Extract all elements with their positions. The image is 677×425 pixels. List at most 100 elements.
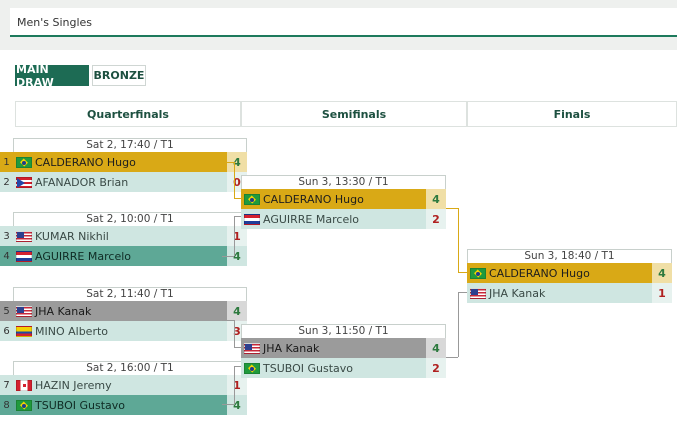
player-row[interactable]: 3 KUMAR Nikhil 1 xyxy=(0,226,247,246)
ecuador-flag-icon xyxy=(16,325,32,337)
bracket-connector xyxy=(234,162,235,198)
match-qf-2[interactable]: Sat 2, 10:00 / T1 3 KUMAR Nikhil 1 4 AGU… xyxy=(0,212,247,266)
seed-number: 2 xyxy=(0,172,13,192)
seed-number: 4 xyxy=(0,246,13,266)
bracket-connector xyxy=(234,347,241,348)
player-score: 1 xyxy=(227,375,247,395)
event-title: Men's Singles xyxy=(17,16,93,29)
player-name: TSUBOI Gustavo xyxy=(263,361,354,375)
match-qf-4[interactable]: Sat 2, 16:00 / T1 7 HAZIN Jeremy 1 8 TSU… xyxy=(0,361,247,415)
tab-bronze[interactable]: BRONZE xyxy=(92,65,146,86)
player-score: 2 xyxy=(426,209,446,229)
player-row[interactable]: 5 JHA Kanak 4 xyxy=(0,301,247,321)
player-score: 2 xyxy=(426,358,446,378)
player-row[interactable]: 2 AFANADOR Brian 0 xyxy=(0,172,247,192)
brazil-flag-icon xyxy=(16,399,32,411)
round-header-finals: Finals xyxy=(467,101,677,127)
brazil-flag-icon xyxy=(470,267,486,279)
player-score: 4 xyxy=(227,301,247,321)
match-header: Sat 2, 11:40 / T1 xyxy=(13,287,247,301)
player-name: TSUBOI Gustavo xyxy=(35,398,126,412)
bracket-connector xyxy=(222,162,234,163)
player-name: JHA Kanak xyxy=(263,341,320,355)
bracket-connector xyxy=(458,292,467,293)
match-final[interactable]: Sun 3, 18:40 / T1 CALDERANO Hugo 4 JHA K… xyxy=(467,249,672,303)
brazil-flag-icon xyxy=(16,156,32,168)
bracket-connector xyxy=(222,320,234,321)
player-row[interactable]: 1 CALDERANO Hugo 4 xyxy=(0,152,247,172)
player-score: 1 xyxy=(227,226,247,246)
tab-main-draw[interactable]: MAIN DRAW xyxy=(15,63,89,89)
match-header: Sun 3, 11:50 / T1 xyxy=(241,324,446,338)
player-name: CALDERANO Hugo xyxy=(263,192,364,206)
player-row[interactable]: AGUIRRE Marcelo 2 xyxy=(241,209,446,229)
match-sf-2[interactable]: Sun 3, 11:50 / T1 JHA Kanak 4 TSUBOI Gus… xyxy=(241,324,446,378)
player-row[interactable]: 6 MINO Alberto 3 xyxy=(0,321,247,341)
bracket-connector xyxy=(222,404,234,405)
brazil-flag-icon xyxy=(244,193,260,205)
player-name: AFANADOR Brian xyxy=(35,175,129,189)
player-name: AGUIRRE Marcelo xyxy=(35,249,131,263)
paraguay-flag-icon xyxy=(16,250,32,262)
seed-number: 1 xyxy=(0,152,13,172)
player-row[interactable]: JHA Kanak 1 xyxy=(467,283,672,303)
player-name: MINO Alberto xyxy=(35,324,109,338)
usa-flag-icon xyxy=(16,305,32,317)
player-name: HAZIN Jeremy xyxy=(35,378,112,392)
player-score: 4 xyxy=(227,395,247,415)
player-score: 4 xyxy=(227,246,247,266)
match-header: Sun 3, 13:30 / T1 xyxy=(241,175,446,189)
match-sf-1[interactable]: Sun 3, 13:30 / T1 CALDERANO Hugo 4 AGUIR… xyxy=(241,175,446,229)
player-row[interactable]: CALDERANO Hugo 4 xyxy=(467,263,672,283)
round-header-quarterfinals: Quarterfinals xyxy=(15,101,241,127)
player-score: 1 xyxy=(652,283,672,303)
seed-number: 6 xyxy=(0,321,13,341)
player-score: 4 xyxy=(227,152,247,172)
bracket-connector xyxy=(446,357,458,358)
player-name: JHA Kanak xyxy=(35,304,92,318)
player-name: JHA Kanak xyxy=(489,286,546,300)
player-name: AGUIRRE Marcelo xyxy=(263,212,359,226)
match-header: Sat 2, 10:00 / T1 xyxy=(13,212,247,226)
player-row[interactable]: 7 HAZIN Jeremy 1 xyxy=(0,375,247,395)
seed-number: 3 xyxy=(0,226,13,246)
match-qf-1[interactable]: Sat 2, 17:40 / T1 1 CALDERANO Hugo 4 2 A… xyxy=(0,138,247,192)
player-row[interactable]: 4 AGUIRRE Marcelo 4 xyxy=(0,246,247,266)
seed-number: 5 xyxy=(0,301,13,321)
player-name: KUMAR Nikhil xyxy=(35,229,109,243)
usa-flag-icon xyxy=(244,342,260,354)
bracket-connector xyxy=(458,208,459,272)
bracket-connector xyxy=(234,216,241,217)
match-header: Sat 2, 16:00 / T1 xyxy=(13,361,247,375)
round-header-semifinals: Semifinals xyxy=(241,101,467,127)
bracket-connector xyxy=(446,208,458,209)
player-row[interactable]: 8 TSUBOI Gustavo 4 xyxy=(0,395,247,415)
bracket-connector xyxy=(234,216,235,256)
match-qf-3[interactable]: Sat 2, 11:40 / T1 5 JHA Kanak 4 6 MINO A… xyxy=(0,287,247,341)
match-header: Sat 2, 17:40 / T1 xyxy=(13,138,247,152)
bracket-connector xyxy=(458,272,467,273)
bracket-connector xyxy=(458,292,459,357)
seed-number: 7 xyxy=(0,375,13,395)
player-name: CALDERANO Hugo xyxy=(489,266,590,280)
bracket-connector xyxy=(222,256,234,257)
match-header: Sun 3, 18:40 / T1 xyxy=(467,249,672,263)
paraguay-flag-icon xyxy=(244,213,260,225)
usa-flag-icon xyxy=(470,287,486,299)
player-score: 4 xyxy=(426,338,446,358)
event-selector[interactable]: Men's Singles xyxy=(10,8,677,37)
canada-flag-icon xyxy=(16,379,32,391)
bracket-connector xyxy=(234,366,235,404)
usa-flag-icon xyxy=(16,230,32,242)
bracket-connector xyxy=(234,320,235,347)
brazil-flag-icon xyxy=(244,362,260,374)
player-score: 4 xyxy=(652,263,672,283)
player-row[interactable]: TSUBOI Gustavo 2 xyxy=(241,358,446,378)
puerto-rico-flag-icon xyxy=(16,176,32,188)
bracket-connector xyxy=(234,198,241,199)
player-row[interactable]: JHA Kanak 4 xyxy=(241,338,446,358)
player-row[interactable]: CALDERANO Hugo 4 xyxy=(241,189,446,209)
player-name: CALDERANO Hugo xyxy=(35,155,136,169)
seed-number: 8 xyxy=(0,395,13,415)
player-score: 4 xyxy=(426,189,446,209)
